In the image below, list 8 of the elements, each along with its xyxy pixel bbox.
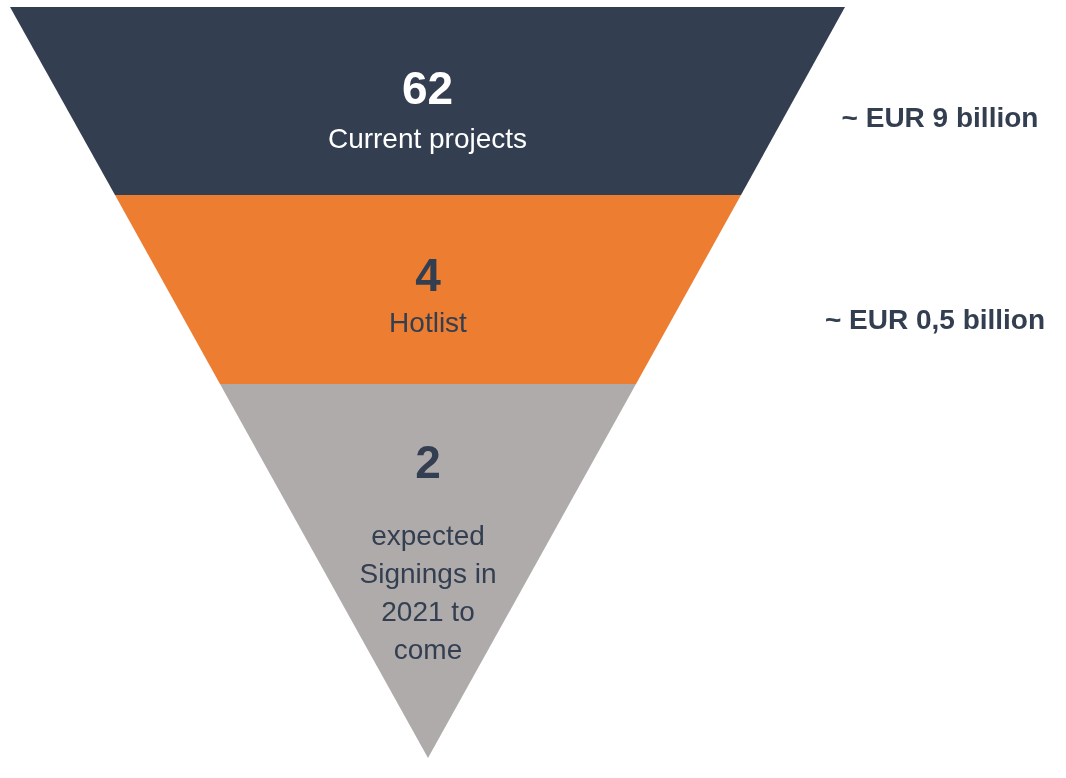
stage-label: Hotlist <box>388 306 468 340</box>
count-number: 4 <box>415 249 441 301</box>
count-number: 2 <box>415 436 441 488</box>
value-label: ~ EUR 9 billion <box>841 102 1039 134</box>
value-label: ~ EUR 0,5 billion <box>824 304 1046 336</box>
count-number: 62 <box>401 62 454 114</box>
stage-label: Current projects <box>326 122 529 156</box>
stage-label: expected Signings in 2021 to come <box>358 519 498 667</box>
